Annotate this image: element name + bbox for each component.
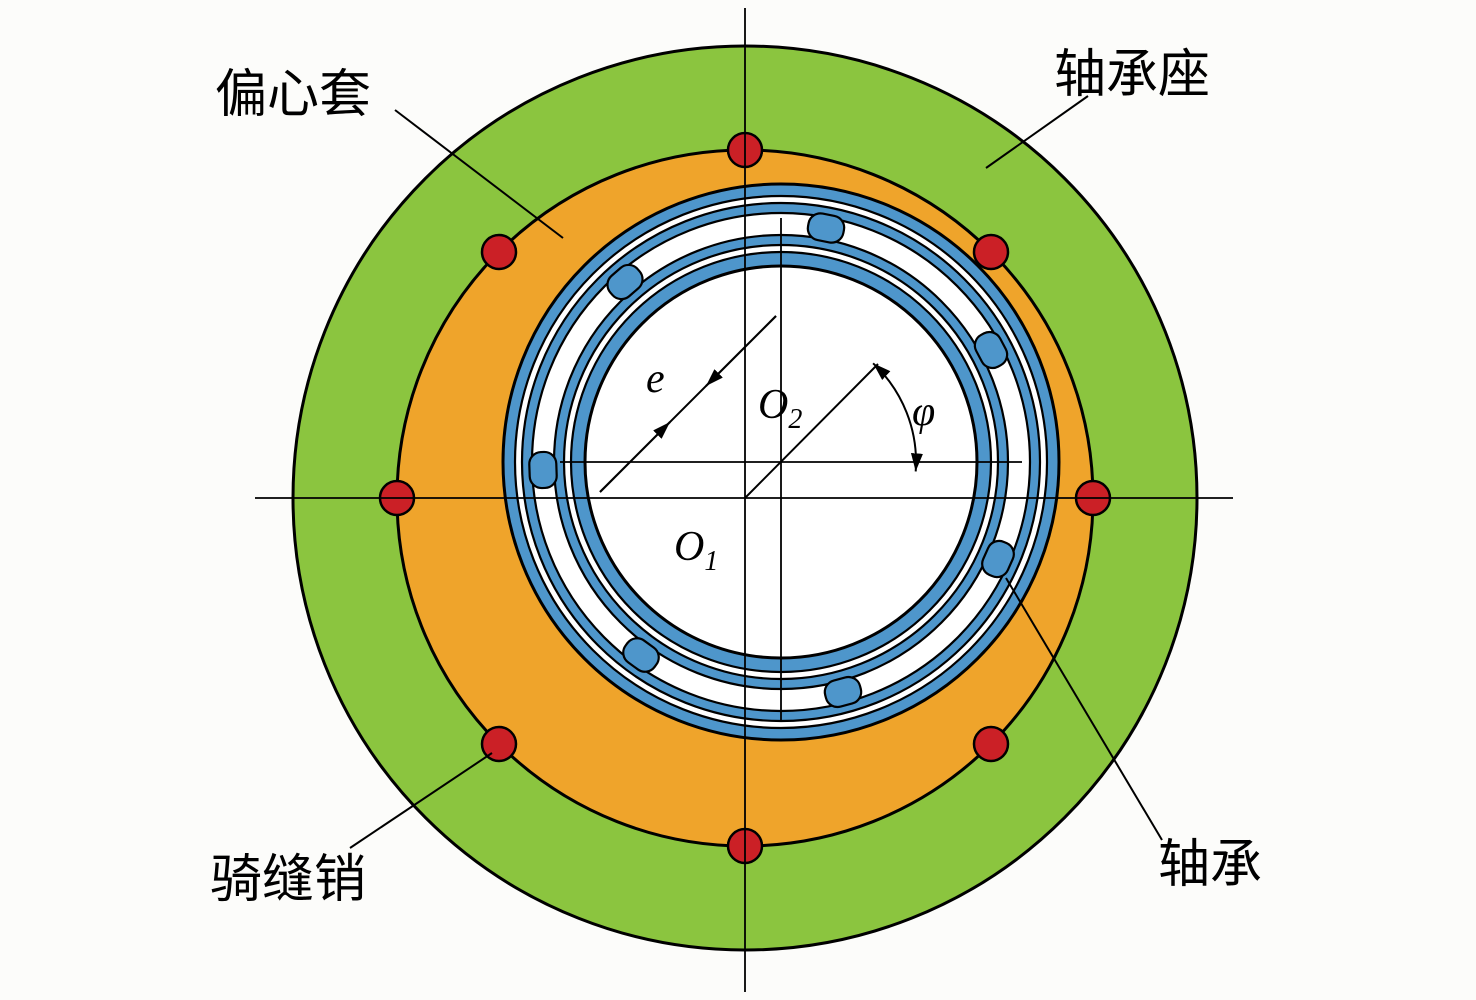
bearing-ball-7 <box>981 539 1015 579</box>
label-eccentric-sleeve: 偏心套 <box>215 65 371 125</box>
symbol-center-o2: O2 <box>758 382 802 435</box>
straddle-pin-top-left <box>480 233 518 271</box>
e-dimension-arrow-upper <box>705 315 777 387</box>
straddle-pins <box>378 131 1112 865</box>
straddle-pin-bottom-left <box>480 725 518 763</box>
straddle-pin-bottom-right <box>972 725 1010 763</box>
label-bearing-housing: 轴承座 <box>1054 45 1210 105</box>
eccentricity-annotation <box>599 315 923 499</box>
straddle-pin-top-right <box>972 233 1010 271</box>
e-dimension-arrow-lower <box>599 421 671 493</box>
label-bearing: 轴承 <box>1158 835 1262 895</box>
bearing-ball-1 <box>973 330 1009 370</box>
leader-lines <box>349 95 1163 849</box>
o1-o2-diagonal-line <box>744 363 879 499</box>
text-labels: 偏心套 轴承座 骑缝销 轴承 e φ O2 O1 <box>210 45 1262 910</box>
bearing-ball-5 <box>622 637 660 673</box>
symbol-eccentricity: e <box>646 356 665 402</box>
phi-angle-arc <box>872 362 923 472</box>
bearing-ball-3 <box>606 263 644 301</box>
leader-eccentric-sleeve <box>394 109 564 239</box>
bearing-ball-6 <box>823 675 863 709</box>
leader-bearing-housing <box>985 95 1089 169</box>
label-straddle-pin: 骑缝销 <box>210 850 366 910</box>
bearing-ball-2 <box>806 212 846 244</box>
leader-straddle-pin <box>349 752 493 849</box>
symbol-center-o1: O1 <box>674 524 718 577</box>
leader-bearing <box>1005 577 1163 841</box>
bearing-balls <box>528 212 1015 709</box>
bearing-ball-4 <box>528 450 558 490</box>
centerlines <box>255 8 1233 992</box>
symbol-rotation-angle: φ <box>912 389 935 435</box>
